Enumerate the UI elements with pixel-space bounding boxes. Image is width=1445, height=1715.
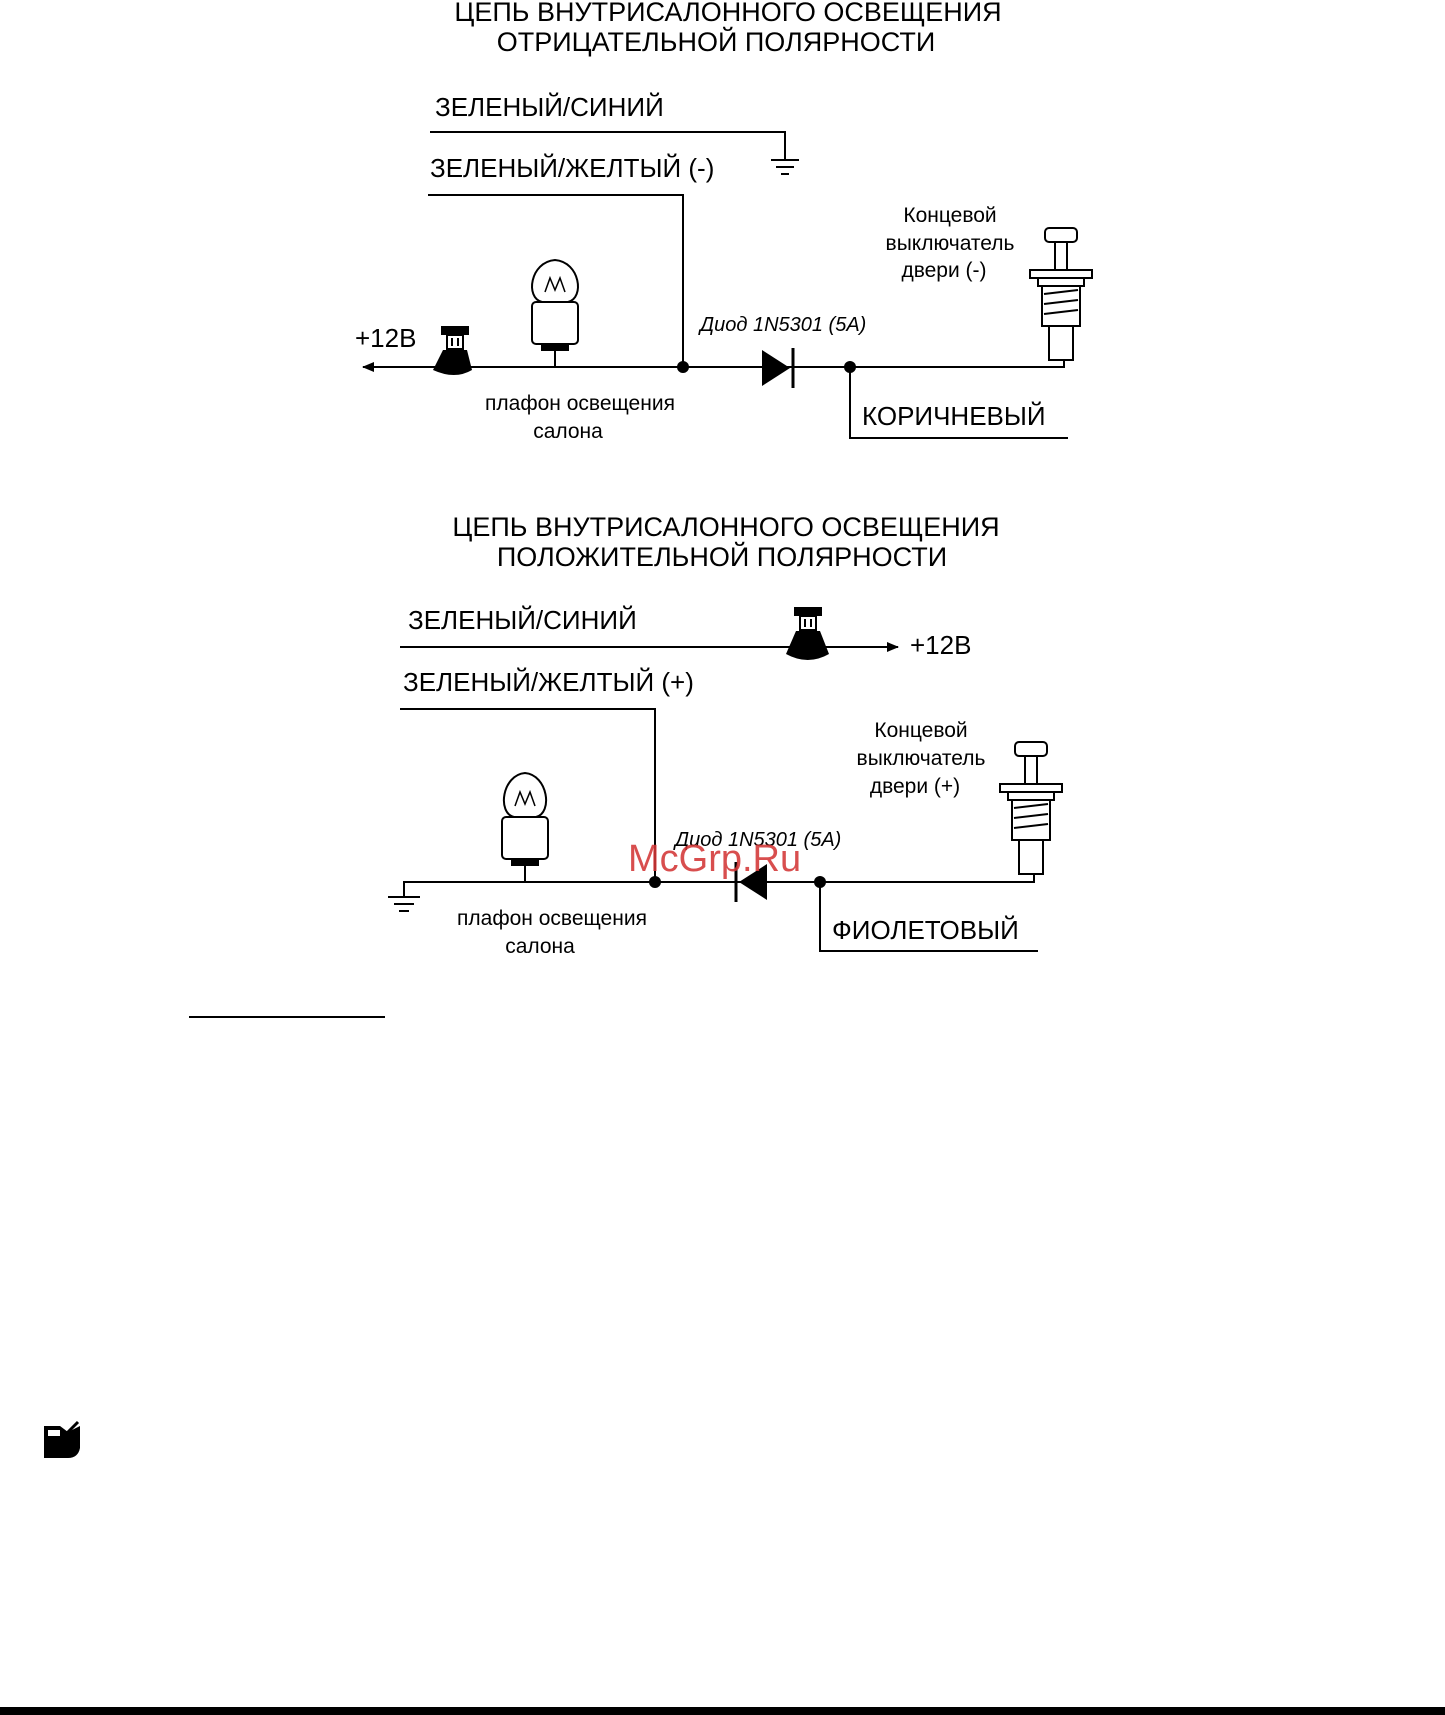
negative-wire-green-blue-label: ЗЕЛЕНЫЙ/СИНИЙ — [435, 92, 664, 122]
negative-lamp-label-line1: плафон освещения — [485, 392, 675, 415]
positive-switch-label-line3: двери (+) — [870, 775, 960, 798]
negative-switch-wire — [850, 360, 1065, 368]
negative-power-label: +12В — [355, 323, 416, 353]
positive-switch-wire — [820, 874, 1035, 883]
car-hood-icon — [44, 1420, 80, 1458]
positive-wire-violet — [819, 882, 1038, 952]
positive-wire-green-blue-label: ЗЕЛЕНЫЙ/СИНИЙ — [408, 605, 637, 635]
negative-wire-green-blue — [430, 131, 786, 160]
positive-lamp-label-line1: плафон освещения — [457, 907, 647, 930]
positive-wire-green-yellow-label: ЗЕЛЕНЫЙ/ЖЕЛТЫЙ (+) — [403, 667, 694, 697]
negative-wire-green-yellow-label: ЗЕЛЕНЫЙ/ЖЕЛТЫЙ (-) — [430, 153, 714, 183]
negative-wire-brown-label: КОРИЧНЕВЫЙ — [862, 401, 1046, 431]
positive-main-line — [403, 881, 820, 897]
fuse-icon — [786, 607, 829, 660]
ground-icon — [771, 159, 799, 175]
positive-junction-left — [649, 876, 661, 888]
positive-title-line2: ПОЛОЖИТЕЛЬНОЙ ПОЛЯРНОСТИ — [497, 541, 947, 572]
circuit-negative: ЦЕПЬ ВНУТРИСАЛОННОГО ОСВЕЩЕНИЯ ОТРИЦАТЕЛ… — [355, 0, 1093, 443]
negative-switch-label-line2: выключатель — [886, 232, 1015, 255]
positive-title-line1: ЦЕПЬ ВНУТРИСАЛОННОГО ОСВЕЩЕНИЯ — [452, 512, 999, 542]
door-switch-icon — [1029, 227, 1093, 361]
positive-lamp-label-line2: салона — [505, 935, 575, 958]
diode-icon — [762, 348, 795, 388]
negative-wire-green-yellow — [428, 194, 684, 367]
negative-lamp-label-line2: салона — [533, 420, 603, 443]
lamp-icon — [501, 771, 549, 882]
circuit-positive: ЦЕПЬ ВНУТРИСАЛОННОГО ОСВЕЩЕНИЯ ПОЛОЖИТЕЛ… — [388, 512, 1063, 958]
negative-diode-label: Диод 1N5301 (5A) — [698, 314, 866, 336]
ground-icon — [388, 896, 420, 912]
negative-switch-label-line1: Концевой — [903, 204, 996, 227]
page-bottom-bar — [0, 1707, 1445, 1715]
fuse-icon — [433, 326, 472, 375]
positive-wire-green-yellow — [400, 708, 656, 880]
negative-wire-brown — [849, 367, 1068, 439]
positive-diode-label: Диод 1N5301 (5A) — [673, 829, 841, 851]
positive-switch-label-line1: Концевой — [874, 719, 967, 742]
positive-switch-label-line2: выключатель — [857, 747, 986, 770]
negative-title-line2: ОТРИЦАТЕЛЬНОЙ ПОЛЯРНОСТИ — [497, 26, 935, 57]
diode-icon — [734, 862, 767, 902]
positive-wire-violet-label: ФИОЛЕТОВЫЙ — [832, 915, 1019, 945]
watermark: McGrp.Ru — [628, 838, 801, 880]
lamp-icon — [531, 258, 579, 367]
negative-title-line1: ЦЕПЬ ВНУТРИСАЛОННОГО ОСВЕЩЕНИЯ — [454, 0, 1001, 27]
door-switch-icon — [999, 741, 1063, 875]
positive-power-label: +12В — [910, 630, 971, 660]
negative-switch-label-line3: двери (-) — [901, 259, 986, 282]
